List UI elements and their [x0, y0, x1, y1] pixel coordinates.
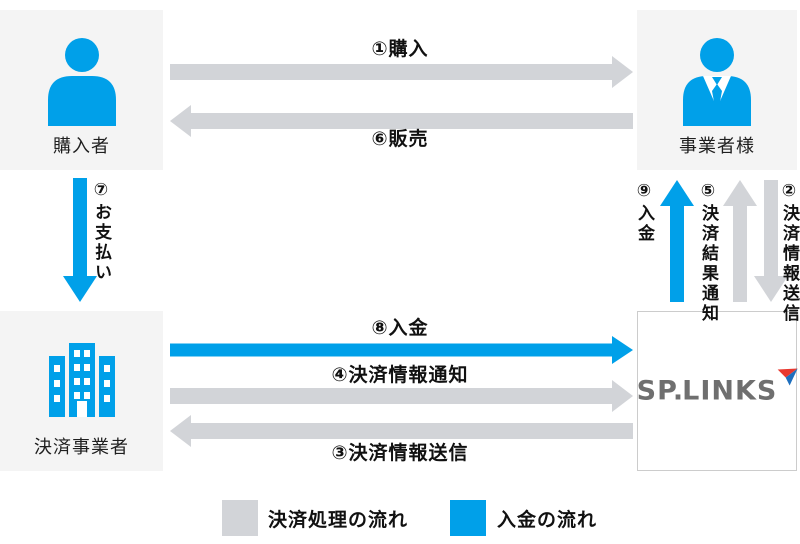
building-icon	[48, 343, 115, 417]
arrow-shaft	[733, 205, 747, 302]
arrow-shaft	[764, 180, 778, 277]
arrow-sale-label: ⑥販売	[371, 128, 429, 150]
node-merchant: 事業者様	[637, 10, 797, 170]
arrow-payment	[63, 178, 97, 302]
arrow-head-right-icon	[612, 55, 633, 88]
legend-blue-swatch	[450, 500, 486, 536]
legend-deposit-flow-label: 入金の流れ	[497, 509, 598, 531]
arrow-head-down-icon	[63, 276, 97, 302]
arrow-result-notice	[723, 180, 757, 302]
arrow-deposit-to-merchant	[660, 180, 694, 302]
splinks-logo-sp: SP	[636, 375, 678, 407]
splinks-logo-links: LINKS	[682, 375, 778, 407]
business-person-icon	[683, 38, 751, 126]
arrow-shaft	[170, 63, 613, 80]
processor-label: 決済事業者	[34, 437, 129, 458]
arrow-info-notice-label: ④決済情報通知	[331, 364, 469, 386]
arrow-info-send-to-processor	[170, 414, 633, 447]
buyer-label: 購入者	[53, 136, 110, 157]
arrow-result-notice-label: ⑤決済結果通知	[698, 181, 718, 324]
merchant-label: 事業者様	[679, 136, 755, 157]
arrow-head-right-icon	[612, 379, 633, 412]
person-icon	[47, 38, 116, 126]
arrow-shaft	[670, 205, 684, 302]
arrow-purchase	[170, 55, 633, 88]
legend-payment-flow-label: 決済処理の流れ	[268, 509, 409, 531]
node-splinks: SP . LINKS	[636, 311, 798, 471]
arrow-deposit-to-merchant-label: ⑨入金	[634, 181, 654, 244]
arrow-info-send-to-splinks	[754, 180, 788, 302]
arrow-shaft	[170, 343, 613, 356]
arrow-payment-label: ⑦お支払い	[91, 180, 111, 283]
arrow-head-right-icon	[612, 335, 633, 364]
arrow-head-left-icon	[170, 104, 191, 137]
arrow-info-send-to-splinks-label: ②決済情報送信	[779, 181, 799, 324]
arrow-shaft	[73, 178, 87, 277]
arrow-shaft	[170, 387, 613, 404]
arrow-info-send-to-processor-label: ③決済情報送信	[331, 442, 469, 464]
splinks-logo-arrow-icon	[777, 368, 798, 386]
arrow-head-left-icon	[170, 414, 191, 447]
arrow-shaft	[190, 112, 633, 129]
arrow-deposit-label: ⑧入金	[371, 317, 429, 339]
arrow-shaft	[190, 422, 633, 439]
splinks-logo-dot: .	[672, 375, 684, 407]
arrow-head-up-icon	[660, 180, 694, 206]
arrow-head-down-icon	[754, 276, 788, 302]
legend-gray-swatch	[222, 500, 258, 536]
splinks-logo: SP . LINKS	[636, 368, 798, 407]
arrow-deposit	[170, 335, 633, 364]
node-buyer: 購入者	[0, 10, 163, 170]
arrow-purchase-label: ①購入	[371, 38, 429, 60]
arrow-head-up-icon	[723, 180, 757, 206]
arrow-info-notice	[170, 379, 633, 412]
arrow-sale	[170, 104, 633, 137]
node-processor: 決済事業者	[0, 311, 163, 471]
